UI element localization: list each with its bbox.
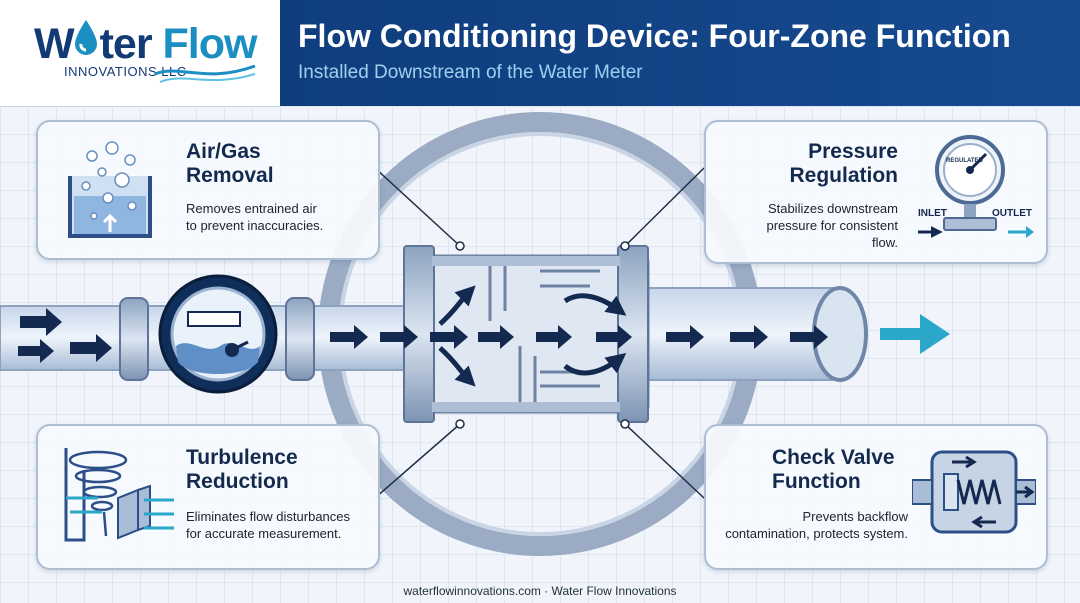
check-valve-title: Check Valve Function bbox=[772, 446, 895, 493]
outlet-arrow bbox=[880, 314, 950, 354]
meter-needle bbox=[231, 340, 249, 352]
air-gas-description: Removes entrained air to prevent inaccur… bbox=[186, 201, 324, 233]
leader-dots bbox=[455, 241, 630, 429]
header-band: Flow Conditioning Device: Four-Zone Func… bbox=[280, 0, 1080, 106]
device-diagram bbox=[0, 112, 950, 556]
internal-baffles bbox=[488, 266, 600, 402]
tornado-vortex-icon bbox=[64, 448, 174, 542]
page-title: Flow Conditioning Device: Four-Zone Func… bbox=[298, 18, 1011, 54]
pressure-description: Stabilizes downstream pressure for consi… bbox=[766, 201, 898, 250]
water-drop-icon bbox=[75, 20, 97, 55]
callout-air-gas-removal: Air/Gas Removal Removes entrained air to… bbox=[36, 120, 380, 260]
coupling-nut-right bbox=[285, 297, 315, 381]
inlet-label: INLET bbox=[918, 208, 947, 219]
leader-lines bbox=[374, 167, 705, 499]
callout-turbulence-reduction: Turbulence Reduction Eliminates flow dis… bbox=[36, 424, 380, 570]
meter-water bbox=[176, 343, 260, 374]
outlet-label: OUTLET bbox=[992, 208, 1032, 219]
footer-credit: waterflowinnovations.com · Water Flow In… bbox=[403, 584, 677, 598]
page-subtitle: Installed Downstream of the Water Meter bbox=[298, 62, 643, 83]
wave-swoosh-icon bbox=[154, 64, 256, 83]
check-valve-spring-icon bbox=[912, 450, 1036, 534]
pressure-gauge-icon bbox=[935, 135, 1005, 231]
logo-flow: Flow bbox=[162, 20, 258, 68]
bubbles-beaker-icon bbox=[68, 141, 152, 238]
logo-w: W bbox=[34, 20, 75, 68]
turbulence-description: Eliminates flow disturbances for accurat… bbox=[186, 509, 351, 541]
callout-check-valve-function: Check Valve Function Prevents backflow c… bbox=[704, 424, 1048, 570]
check-valve-description: Prevents backflow contamination, protect… bbox=[725, 509, 908, 541]
callout-pressure-regulation: Pressure Regulation Stabilizes downstrea… bbox=[704, 120, 1048, 264]
coupling-nut-left bbox=[119, 297, 149, 381]
logo-ter: ter bbox=[99, 20, 153, 68]
turbulence-title: Turbulence Reduction bbox=[186, 446, 298, 493]
gauge-label: REGULATED bbox=[946, 158, 983, 164]
meter-digits bbox=[187, 311, 241, 327]
device-bottom-plate bbox=[432, 402, 620, 412]
curved-flow-arrows bbox=[438, 285, 627, 387]
pressure-title: Pressure Regulation bbox=[789, 140, 899, 187]
inlet-outlet-arrows bbox=[918, 226, 1034, 238]
air-gas-title: Air/Gas Removal bbox=[186, 140, 274, 187]
flow-arrows bbox=[18, 308, 828, 363]
device-top-plate bbox=[432, 256, 620, 266]
